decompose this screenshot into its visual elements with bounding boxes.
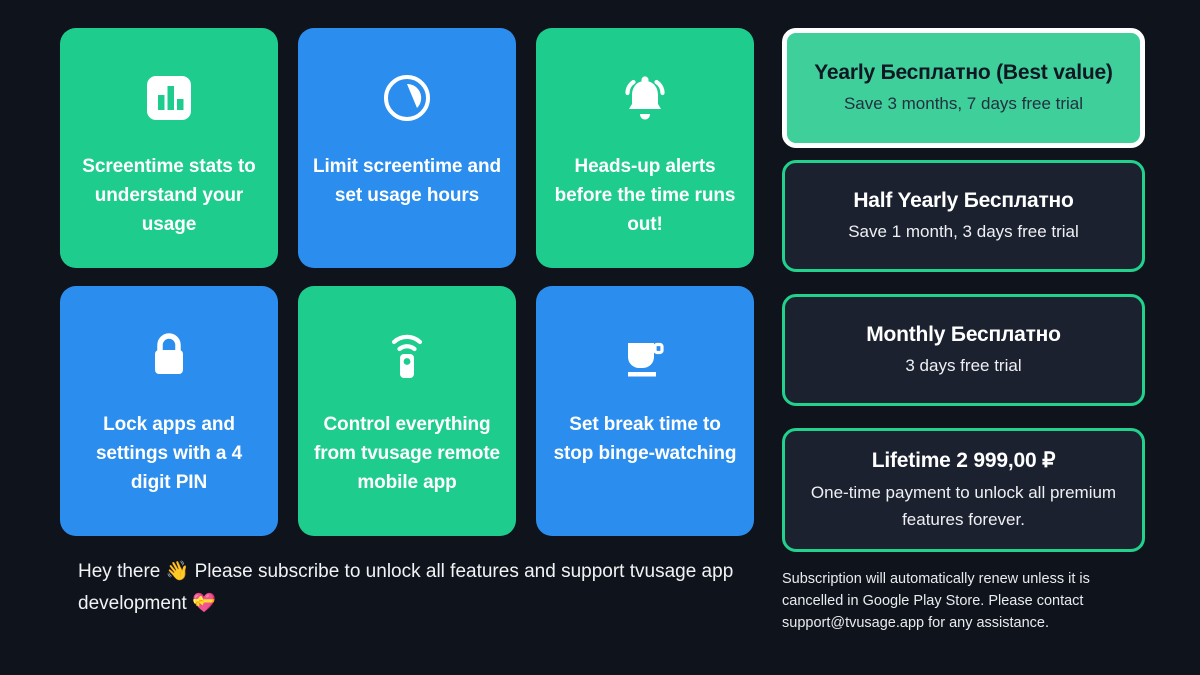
- plan-title: Half Yearly Бесплатно: [853, 189, 1074, 212]
- feature-label: Heads-up alerts before the time runs out…: [554, 156, 736, 235]
- feature-card-lock-apps: Lock apps and settings with a 4 digit PI…: [60, 286, 278, 536]
- promo-message: Hey there 👋 Please subscribe to unlock a…: [78, 561, 734, 614]
- remote-control-icon: [379, 328, 435, 384]
- feature-grid: Screentime stats to understand your usag…: [60, 28, 772, 536]
- legal-disclaimer: Subscription will automatically renew un…: [782, 571, 1090, 631]
- plan-option-yearly[interactable]: Yearly Бесплатно (Best value) Save 3 mon…: [782, 28, 1145, 148]
- lock-icon: [141, 328, 197, 384]
- feature-label: Control everything from tvusage remote m…: [313, 414, 501, 493]
- plan-subtitle: Save 3 months, 7 days free trial: [843, 94, 1084, 113]
- feature-card-headsup-alerts: Heads-up alerts before the time runs out…: [536, 28, 754, 268]
- plan-title: Lifetime 2 999,00 ₽: [871, 449, 1056, 472]
- plan-option-lifetime[interactable]: Lifetime 2 999,00 ₽ One-time payment to …: [782, 428, 1145, 552]
- bell-alert-icon: [617, 70, 673, 126]
- feature-card-break-time: Set break time to stop binge-watching: [536, 286, 754, 536]
- feature-card-remote-control: Control everything from tvusage remote m…: [298, 286, 516, 536]
- plan-subtitle: Save 1 month, 3 days free trial: [848, 222, 1079, 241]
- plan-subtitle: 3 days free trial: [905, 356, 1022, 375]
- feature-label: Screentime stats to understand your usag…: [82, 156, 256, 235]
- plan-option-monthly[interactable]: Monthly Бесплатно 3 days free trial: [782, 294, 1145, 406]
- bar-chart-icon: [141, 70, 197, 126]
- plan-title: Monthly Бесплатно: [866, 323, 1061, 346]
- feature-label: Limit screentime and set usage hours: [312, 156, 502, 206]
- feature-label: Lock apps and settings with a 4 digit PI…: [95, 414, 243, 493]
- plans-pane: Yearly Бесплатно (Best value) Save 3 mon…: [772, 0, 1200, 675]
- feature-card-limit-screentime: Limit screentime and set usage hours: [298, 28, 516, 268]
- coffee-cup-icon: [617, 328, 673, 384]
- feature-label: Set break time to stop binge-watching: [553, 414, 737, 464]
- features-pane: Screentime stats to understand your usag…: [60, 28, 772, 614]
- plan-title: Yearly Бесплатно (Best value): [814, 61, 1113, 84]
- plan-option-half-yearly[interactable]: Half Yearly Бесплатно Save 1 month, 3 da…: [782, 160, 1145, 272]
- feature-card-screentime-stats: Screentime stats to understand your usag…: [60, 28, 278, 268]
- timer-pie-icon: [379, 70, 435, 126]
- plan-subtitle: One-time payment to unlock all premium f…: [810, 483, 1117, 529]
